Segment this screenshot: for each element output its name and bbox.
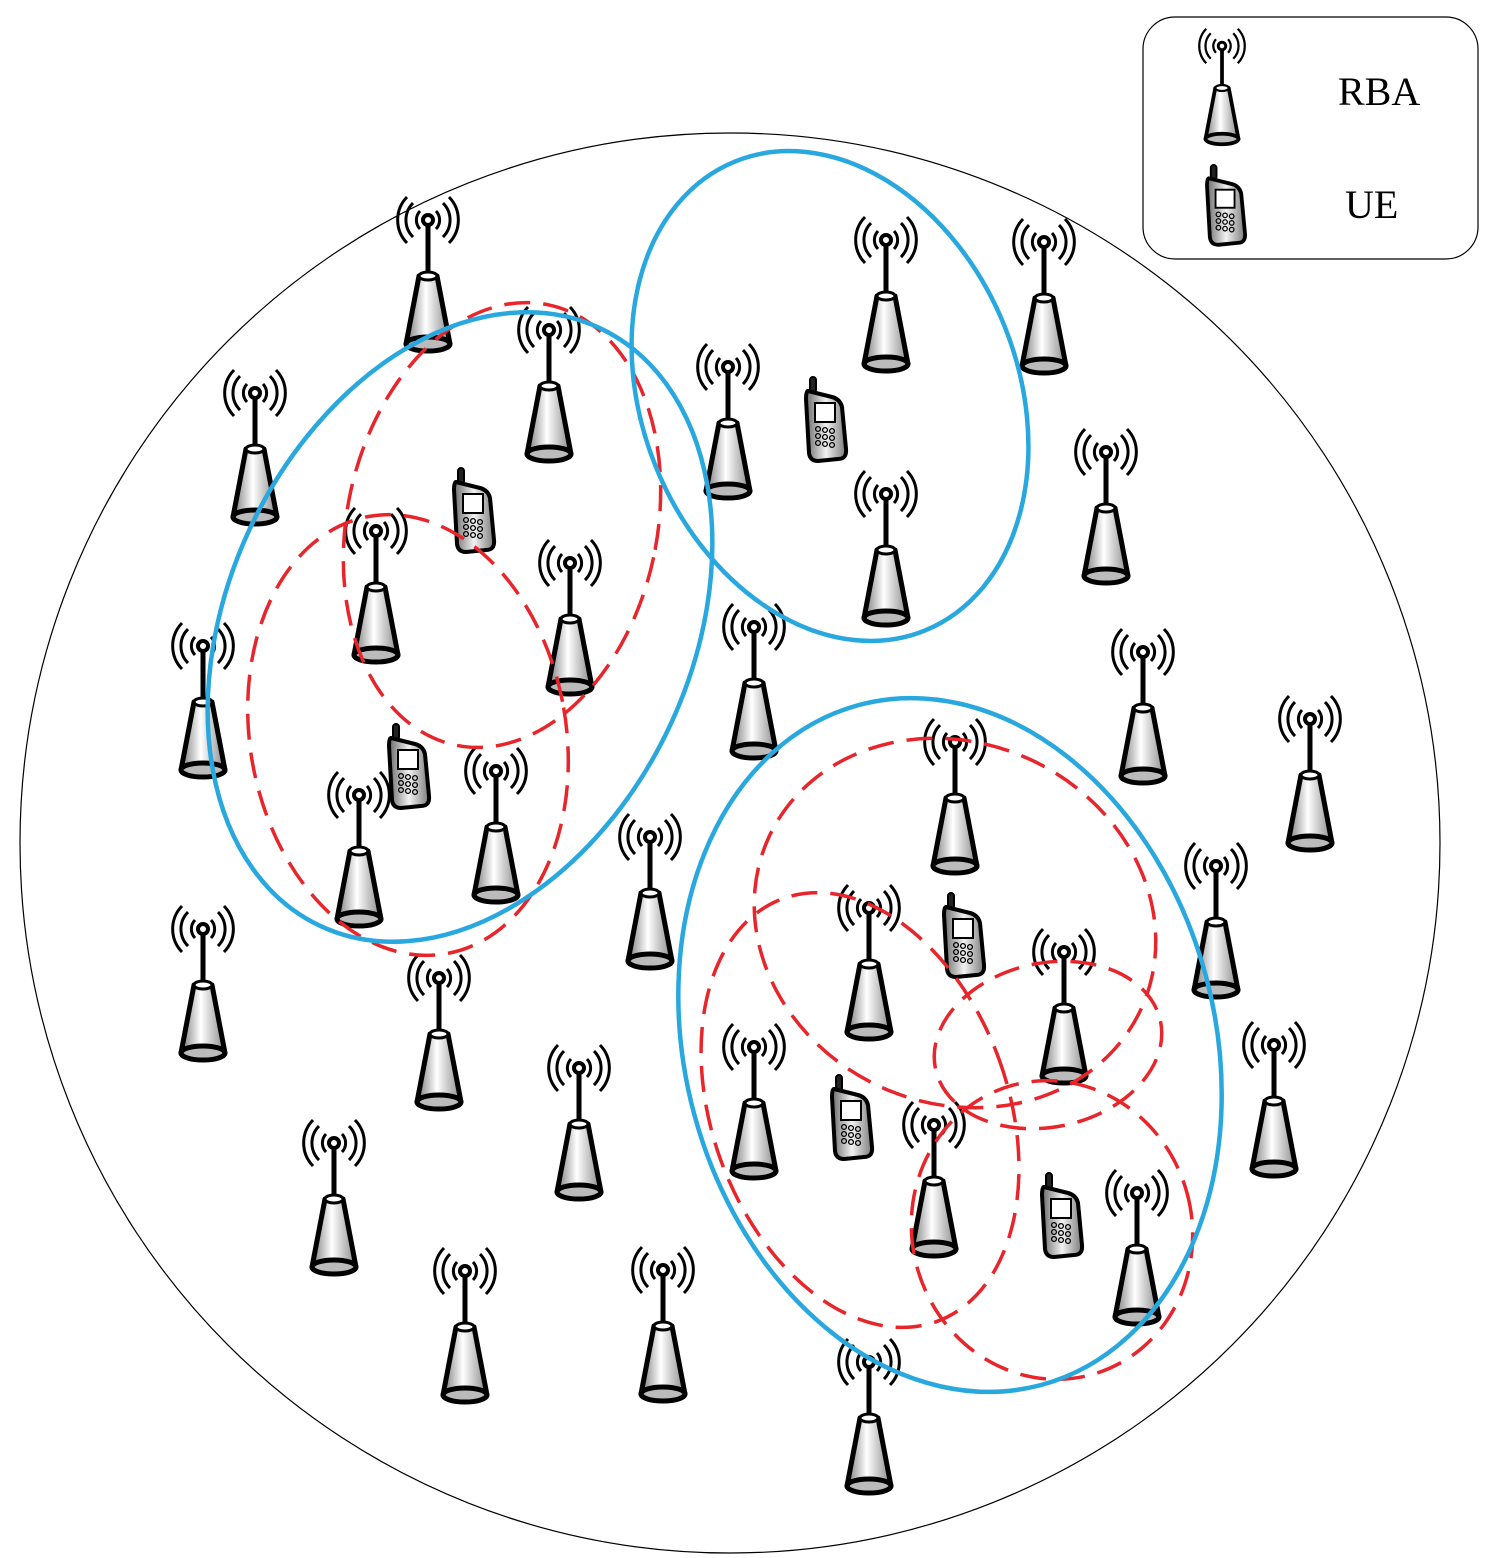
ue-icon bbox=[452, 466, 497, 554]
rba-icon bbox=[409, 955, 470, 1109]
coverage-region bbox=[932, 959, 1164, 1131]
rba-icon bbox=[1186, 843, 1247, 997]
rba-icon bbox=[540, 540, 601, 694]
ue-icon bbox=[830, 1073, 875, 1161]
rba-icon bbox=[724, 1024, 785, 1178]
coverage-region bbox=[699, 890, 1021, 1330]
coverage-region bbox=[752, 736, 1158, 1110]
rba-icon bbox=[173, 906, 234, 1060]
coverage-region bbox=[245, 512, 571, 958]
rba-icon bbox=[839, 885, 900, 1039]
rba-icon bbox=[925, 719, 986, 873]
rba-icon bbox=[724, 604, 785, 758]
rba-icon bbox=[633, 1247, 694, 1401]
ue-icon bbox=[387, 722, 432, 810]
legend-box bbox=[1142, 16, 1479, 260]
ue-icon bbox=[1040, 1171, 1085, 1259]
ue-devices bbox=[387, 375, 1085, 1259]
rba-icon bbox=[856, 217, 917, 371]
rba-icon bbox=[519, 307, 580, 461]
rba-icon bbox=[549, 1045, 610, 1199]
rba-icon bbox=[1076, 429, 1137, 583]
rba-icon bbox=[1244, 1022, 1305, 1176]
legend-rba-label: RBA bbox=[1338, 69, 1420, 114]
rba-icon bbox=[435, 1248, 496, 1402]
rba-icon bbox=[620, 814, 681, 968]
rba-icon bbox=[329, 772, 390, 926]
rba-icon bbox=[856, 471, 917, 625]
ue-icon bbox=[804, 375, 849, 463]
rba-icon bbox=[1034, 929, 1095, 1083]
rba-icon bbox=[466, 748, 527, 902]
coverage-region bbox=[341, 300, 663, 750]
cluster-outline bbox=[676, 695, 1224, 1395]
rba-icon bbox=[839, 1339, 900, 1493]
network-boundary-circle bbox=[19, 132, 1441, 1554]
rba-icon bbox=[225, 370, 286, 524]
cluster-outline bbox=[629, 148, 1031, 644]
rba-icon bbox=[1113, 629, 1174, 783]
ue-icon bbox=[942, 891, 987, 979]
legend-ue-label: UE bbox=[1345, 182, 1398, 227]
cluster-outlines bbox=[205, 148, 1224, 1395]
rba-icon bbox=[173, 623, 234, 777]
legend: RBA UE bbox=[1142, 16, 1479, 260]
rba-icon bbox=[304, 1120, 365, 1274]
cluster-outline bbox=[205, 310, 715, 944]
coverage-region bbox=[909, 1078, 1195, 1382]
rba-icon bbox=[1014, 219, 1075, 373]
rba-icon bbox=[1280, 696, 1341, 850]
coverage-regions bbox=[245, 300, 1195, 1382]
